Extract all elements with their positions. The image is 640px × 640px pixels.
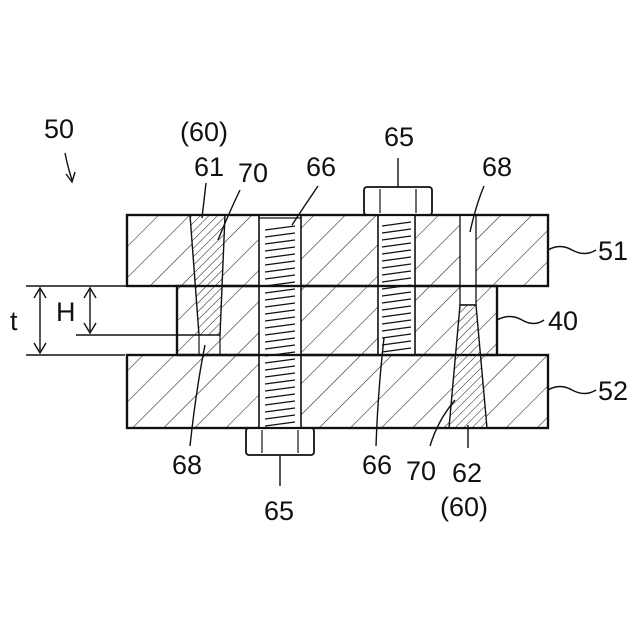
label-65-bottom: 65 (264, 496, 294, 526)
label-68-bottom: 68 (172, 450, 202, 480)
label-51: 51 (598, 236, 628, 266)
label-60-top: (60) (180, 117, 228, 147)
label-68-top: 68 (482, 152, 512, 182)
label-61: 61 (194, 152, 224, 182)
label-52: 52 (598, 376, 628, 406)
nut-65-top (364, 187, 432, 215)
label-62: 62 (452, 458, 482, 488)
label-70-top: 70 (238, 158, 268, 188)
label-60-bottom: (60) (440, 492, 488, 522)
middle-plate-40 (177, 286, 497, 355)
label-66-top: 66 (306, 152, 336, 182)
label-50: 50 (44, 114, 74, 144)
label-66-bottom: 66 (362, 450, 392, 480)
label-t: t (10, 306, 18, 336)
label-40: 40 (548, 306, 578, 336)
label-H: H (56, 297, 76, 327)
nut-65-bottom (246, 428, 314, 455)
bolt-66-left (259, 215, 301, 428)
label-70-bottom: 70 (406, 456, 436, 486)
dimension-lines (26, 286, 199, 355)
hole-68-top (460, 215, 476, 305)
label-65-top: 65 (384, 122, 414, 152)
